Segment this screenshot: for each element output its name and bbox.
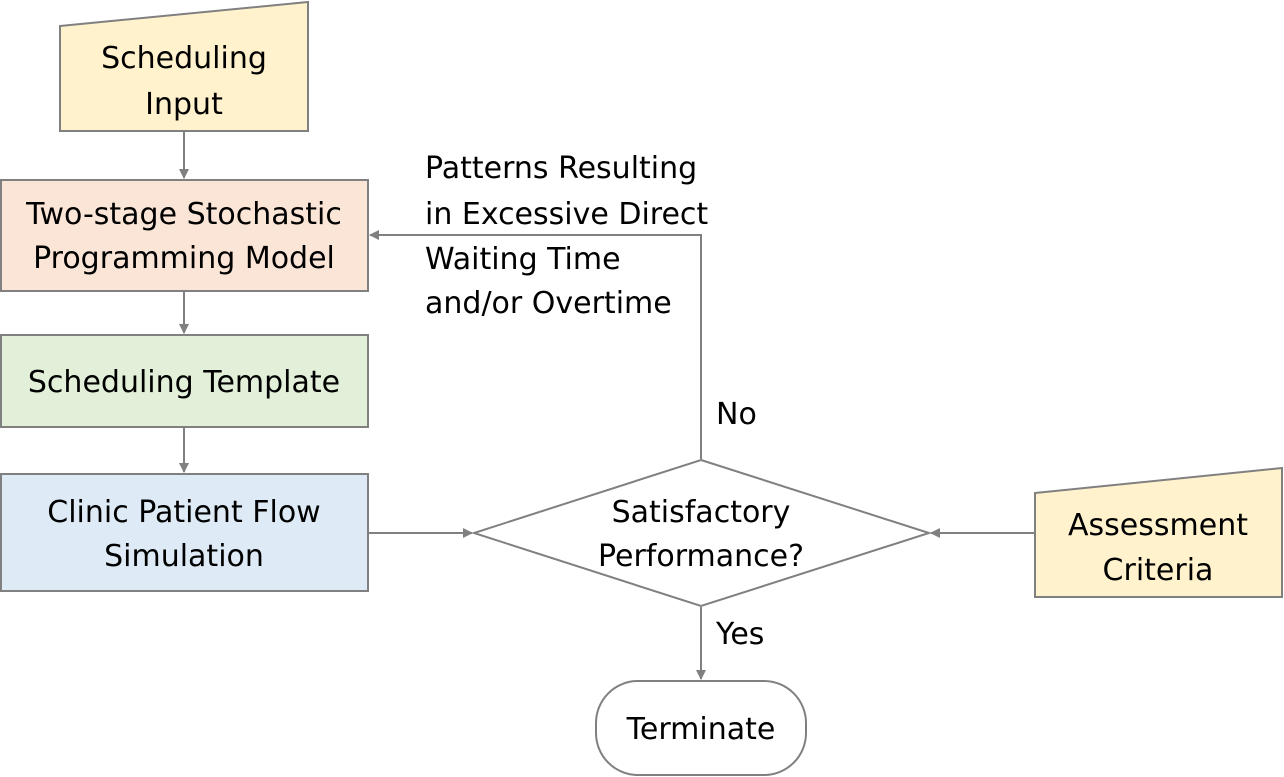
- no-label: No: [716, 397, 757, 432]
- patient-flow-simulation-node: Clinic Patient Flow Simulation: [0, 473, 369, 592]
- assessment-criteria-label-line2: Criteria: [1103, 553, 1214, 588]
- feedback-label: Patterns Resulting in Excessive Direct W…: [425, 151, 708, 321]
- arrow-feedback-no: [369, 230, 702, 459]
- decision-label-line1: Satisfactory: [612, 495, 791, 530]
- stochastic-model-label-line1: Two-stage Stochastic: [25, 197, 342, 232]
- terminate-label: Terminate: [626, 712, 776, 747]
- feedback-label-line4: and/or Overtime: [425, 286, 672, 321]
- yes-label: Yes: [715, 617, 764, 652]
- scheduling-input-label-line2: Input: [145, 87, 223, 122]
- scheduling-template-label: Scheduling Template: [28, 365, 340, 400]
- terminate-node: Terminate: [595, 680, 807, 776]
- stochastic-model-label-line2: Programming Model: [33, 241, 335, 276]
- scheduling-input-label-line1: Scheduling: [101, 41, 267, 76]
- scheduling-template-box: [0, 334, 369, 428]
- stochastic-model-node: Two-stage Stochastic Programming Model: [0, 179, 369, 292]
- decision-diamond: [470, 458, 933, 608]
- assessment-criteria-label-line1: Assessment: [1068, 508, 1248, 543]
- scheduling-input-shape: [59, 0, 309, 132]
- decision-label-line2: Performance?: [598, 539, 804, 574]
- assessment-criteria-node: Assessment Criteria: [1034, 466, 1283, 598]
- terminate-shape: [595, 680, 807, 776]
- feedback-label-line3: Waiting Time: [425, 242, 621, 277]
- scheduling-input-node: Scheduling Input: [59, 0, 309, 132]
- scheduling-template-node: Scheduling Template: [0, 334, 369, 428]
- feedback-label-line1: Patterns Resulting: [425, 151, 697, 186]
- assessment-criteria-shape: [1034, 466, 1283, 598]
- patient-flow-simulation-box: [0, 473, 369, 592]
- patient-flow-simulation-label-line2: Simulation: [104, 539, 264, 574]
- patient-flow-simulation-label-line1: Clinic Patient Flow: [47, 495, 320, 530]
- stochastic-model-box: [0, 179, 369, 292]
- feedback-label-line2: in Excessive Direct: [425, 197, 708, 232]
- decision-node: Satisfactory Performance?: [470, 458, 933, 608]
